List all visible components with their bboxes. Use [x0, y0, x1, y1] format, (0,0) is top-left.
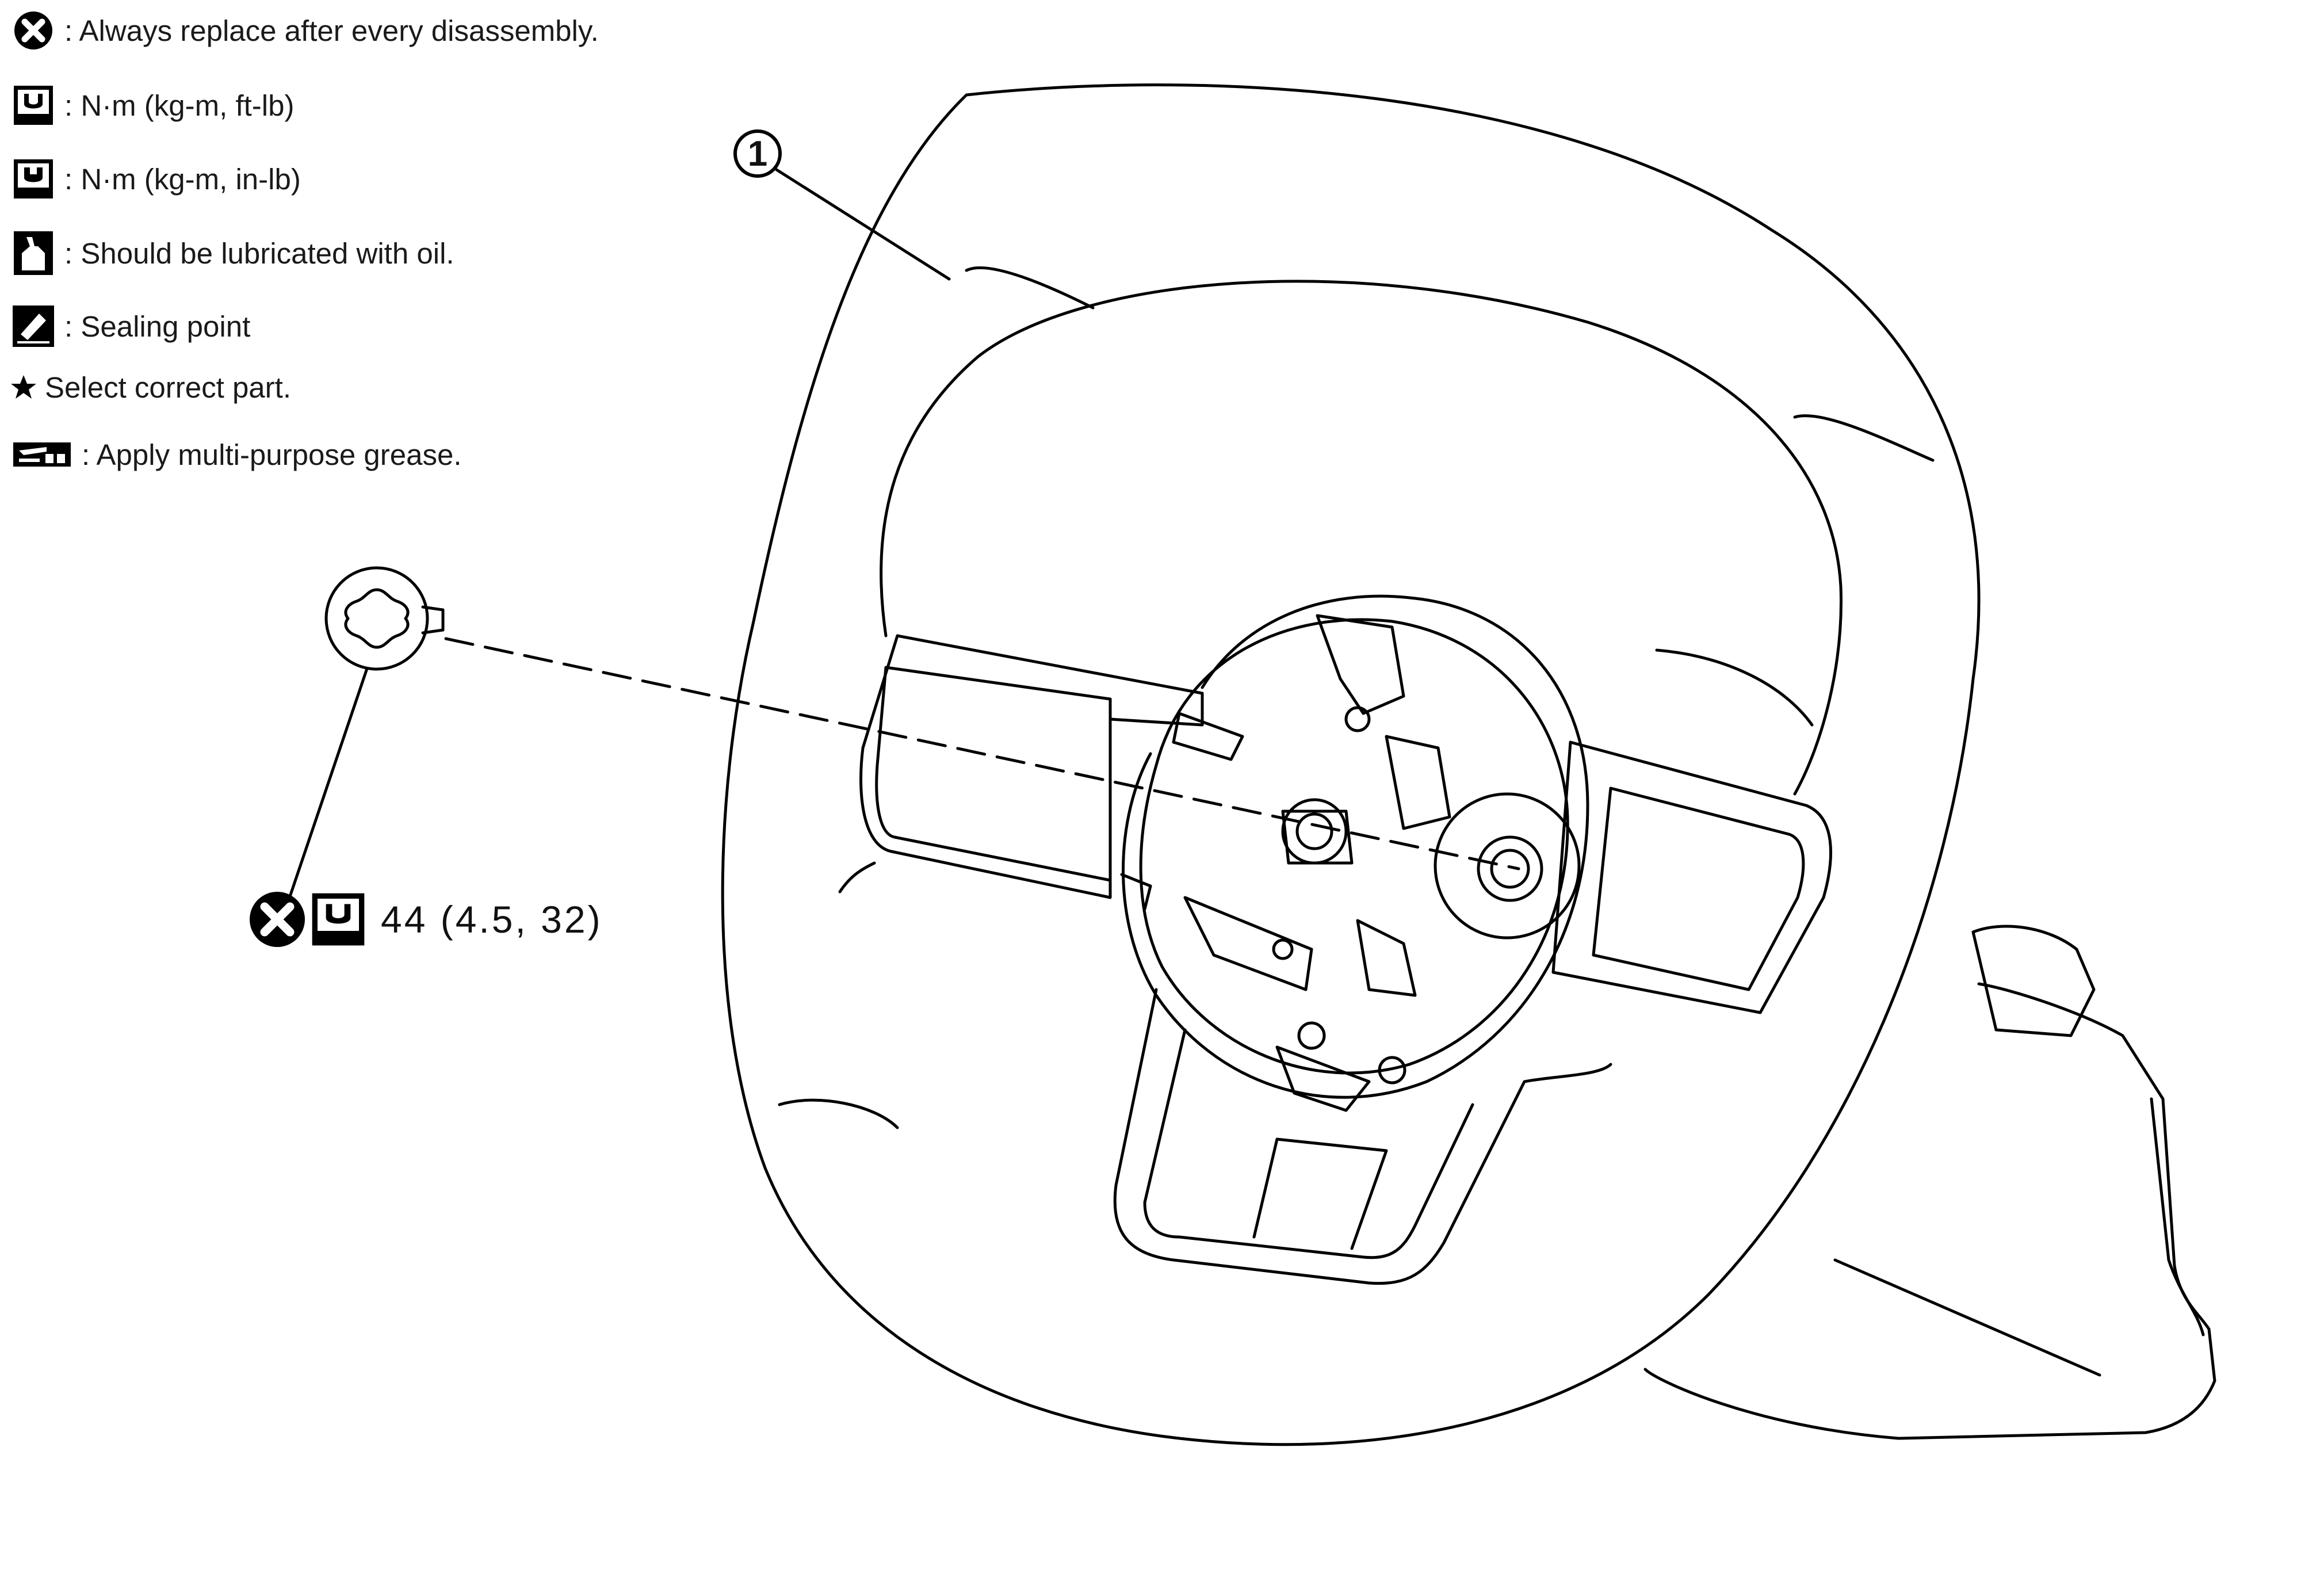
legend-row-torque-inlb: : N·m (kg-m, in-lb) [10, 156, 301, 202]
bolt-alignment-line [444, 637, 1520, 870]
torque-value: 44 (4.5, 32) [381, 898, 603, 941]
legend-text-star: Select correct part. [45, 371, 291, 404]
torque-inlb-icon [10, 156, 56, 202]
hub-lower-bracket [1275, 1045, 1371, 1112]
column-cover-edge [2150, 1097, 2205, 1337]
star-icon [10, 364, 37, 410]
right-switch-panel [1592, 786, 1805, 991]
hub-clip-left [1120, 712, 1244, 911]
bolt-shank [421, 605, 445, 635]
grease-icon [10, 432, 74, 478]
spiral-cable-center [1434, 792, 1581, 940]
lower-spoke-slot [1252, 1137, 1388, 1250]
hub-ring-inner [1139, 618, 1569, 1075]
spoke-left [859, 634, 1204, 899]
legend-row-oil: : Should be lubricated with oil. [10, 230, 454, 276]
hub-bracket-upper [1316, 614, 1451, 830]
callout-1: 1 [733, 129, 782, 178]
legend-text-grease: : Apply multi-purpose grease. [82, 438, 462, 471]
torque-ftlb-icon [10, 82, 56, 128]
wheel-rim-inner-top [880, 280, 1843, 796]
symbol-legend: : Always replace after every disassembly… [0, 0, 662, 495]
column-switch [1971, 925, 2096, 1037]
lower-spoke-inner [1143, 1028, 1474, 1259]
legend-text-oil: : Should be lubricated with oil. [64, 236, 454, 270]
legend-text-sealant: : Sealing point [64, 310, 251, 343]
legend-row-grease: : Apply multi-purpose grease. [10, 432, 462, 478]
oil-can-icon [10, 230, 56, 276]
spiral-cable-hub [1490, 849, 1530, 889]
column-cover-line [1833, 1258, 2101, 1377]
steering-nut-inner [1295, 812, 1333, 850]
replace-icon [250, 892, 305, 947]
legend-row-star: Select correct part. [10, 364, 291, 410]
hub-bracket-lower [1183, 896, 1417, 997]
legend-text-torque-inlb: : N·m (kg-m, in-lb) [64, 162, 301, 196]
legend-row-torque-ftlb: : N·m (kg-m, ft-lb) [10, 82, 294, 128]
rim-seam-bottom-left [778, 1098, 899, 1129]
bolt-torque-spec: 44 (4.5, 32) [249, 891, 603, 948]
replace-icon [10, 7, 56, 54]
lower-spoke [1113, 988, 1612, 1285]
hub-screw-2 [1272, 938, 1294, 960]
rim-seam-left [838, 861, 876, 893]
callout-1-leader [775, 168, 951, 281]
spiral-cable-ring [1477, 835, 1543, 902]
spoke-right [1551, 740, 1832, 1014]
legend-text-replace: : Always replace after every disassembly… [64, 14, 599, 47]
legend-row-sealant: : Sealing point [10, 303, 250, 349]
bolt-leader-line [286, 667, 369, 905]
steering-nut [1281, 798, 1348, 865]
hub-screw-4 [1378, 1056, 1406, 1085]
column-spline-body [1281, 809, 1354, 865]
hub-ring-outer [1122, 594, 1589, 1099]
torque-ftlb-icon [312, 893, 365, 946]
hub-screw-1 [1344, 706, 1371, 732]
sealant-icon [10, 303, 56, 349]
rim-seam-top-left [965, 266, 1095, 310]
rim-seam-top-right [1793, 414, 1935, 462]
legend-row-replace: : Always replace after every disassembly… [10, 7, 599, 54]
legend-text-torque-ftlb: : N·m (kg-m, ft-lb) [64, 89, 295, 122]
column-cover [1643, 982, 2216, 1440]
left-switch-panel [875, 666, 1112, 882]
column-shaft [1655, 648, 1814, 727]
wheel-rim-outer [721, 83, 1981, 1446]
bolt-torx-recess [344, 588, 410, 649]
hub-screw-3 [1297, 1021, 1326, 1050]
bolt-head [324, 566, 429, 671]
